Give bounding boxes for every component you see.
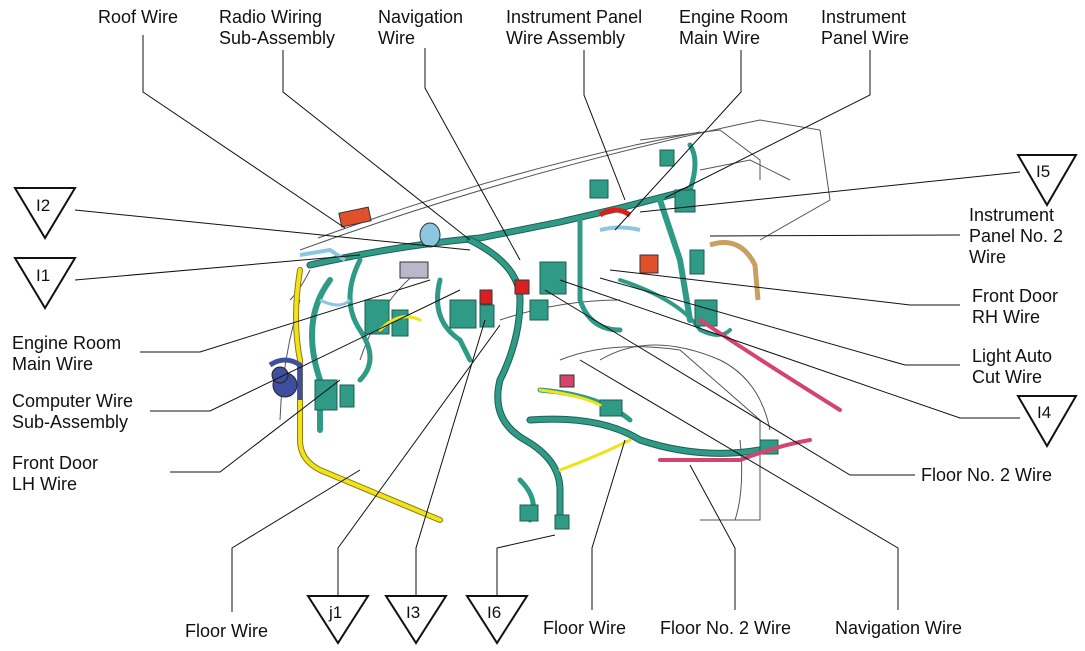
label-navigation-wire-bottom: Navigation Wire	[835, 618, 962, 639]
label-line: Front Door	[972, 286, 1059, 306]
label-line: Floor No. 2 Wire	[921, 465, 1053, 485]
label-line: Engine Room	[679, 7, 789, 27]
label-line: Floor Wire	[543, 618, 627, 638]
connector-j1-marker: j1	[306, 595, 370, 645]
connector-i3-marker: I3	[384, 595, 448, 645]
label-line: Panel Wire	[821, 28, 910, 48]
floor-no2-harness	[658, 318, 842, 462]
connector-i1-marker: I1	[13, 257, 77, 310]
connector-i3-label: I3	[406, 603, 420, 622]
label-line: Light Auto	[972, 346, 1053, 366]
label-line: Radio Wiring	[219, 7, 323, 27]
label-line: LH Wire	[12, 474, 78, 494]
label-line: Engine Room	[12, 333, 122, 353]
label-line: Instrument	[821, 7, 907, 27]
connector-i4-label: I4	[1037, 403, 1051, 422]
label-line: Panel No. 2	[969, 226, 1064, 246]
label-line: Navigation Wire	[835, 618, 963, 638]
connector-blocks	[314, 149, 779, 530]
label-line: RH Wire	[972, 307, 1040, 327]
label-line: Main Wire	[12, 354, 94, 374]
label-floor-wire-bottom: Floor Wire	[543, 618, 626, 639]
connector-j1-label: j1	[328, 603, 342, 622]
label-line: Instrument Panel	[506, 7, 643, 27]
label-floor-wire-left: Floor Wire	[185, 621, 268, 642]
connector-i4-marker: I4	[1016, 395, 1078, 448]
label-line: Navigation	[378, 7, 464, 27]
label-line: Instrument	[969, 205, 1055, 225]
label-line: Wire	[969, 247, 1006, 267]
label-line: Main Wire	[679, 28, 761, 48]
label-line: Floor No. 2 Wire	[660, 618, 792, 638]
connector-i6-marker: I6	[465, 595, 529, 645]
connector-i6-label: I6	[487, 603, 501, 622]
roof-and-nav-parts	[268, 206, 641, 400]
label-floor-no2-wire-bottom: Floor No. 2 Wire	[660, 618, 791, 639]
label-roof-wire: Roof Wire	[98, 7, 178, 28]
label-line: Computer Wire	[12, 391, 134, 411]
label-line: Sub-Assembly	[219, 28, 336, 48]
connector-i1-label: I1	[36, 266, 50, 285]
label-line: Floor Wire	[185, 621, 269, 641]
connector-i5-label: I5	[1036, 162, 1050, 181]
main-harness	[306, 142, 764, 524]
accent-parts	[479, 207, 761, 388]
label-line: Roof Wire	[98, 7, 179, 27]
label-line: Sub-Assembly	[12, 412, 129, 432]
connector-i2-label: I2	[36, 196, 50, 215]
label-line: Wire Assembly	[506, 28, 626, 48]
leader-lines	[74, 35, 1021, 612]
label-line: Front Door	[12, 453, 99, 473]
connector-i2-marker: I2	[13, 187, 77, 240]
label-line: Wire	[378, 28, 415, 48]
label-line: Cut Wire	[972, 367, 1043, 387]
label-floor-no2-wire-right: Floor No. 2 Wire	[921, 465, 1052, 486]
connector-i5-marker: I5	[1016, 154, 1078, 207]
connector-triangles: I2 I1 I5 I4 j1 I3 I6	[13, 154, 1078, 645]
